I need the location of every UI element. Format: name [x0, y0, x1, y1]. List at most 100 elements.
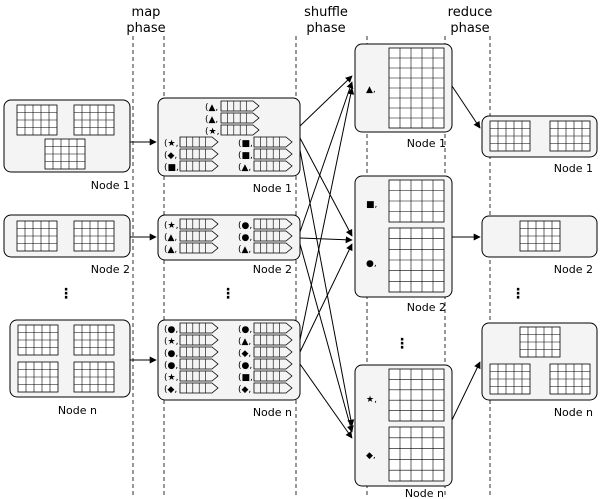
map-output-pairs: (●,(▲,(◆,(●,(■,(◆,: [238, 322, 293, 395]
phase-label-map-line1: map: [132, 5, 161, 20]
input-node-1: Node 1: [3, 99, 131, 192]
map-output-pairs: (★, (◆, (■,: [164, 136, 219, 173]
phase-label-map-line2: phase: [126, 21, 165, 36]
map-node-1-label: Node 1: [253, 182, 292, 195]
reduce-node-1: Node 1: [481, 115, 598, 175]
arrow-map1-shuffle1: [299, 75, 353, 127]
grid-cell-area: [388, 426, 445, 482]
input-node-1-label: Node 1: [91, 179, 130, 192]
map-node-n: (●,(★,(●,(●,(★,(◆, (●,(▲,(◆,(●,(■,(◆, No…: [157, 319, 301, 419]
pair-key-label: (●,: [164, 349, 178, 359]
grid-cell-area: [388, 368, 445, 422]
data-block-grid: [388, 179, 445, 223]
data-block-grid: [73, 220, 115, 252]
arrow-map2-shuffle2: [299, 236, 353, 244]
phase-label-shuffle-line1: shuffle: [304, 5, 348, 20]
arrow-shuffle1-reduce1: [451, 85, 481, 129]
pair-key-label: (●,: [238, 325, 252, 335]
data-block-grid: [489, 120, 531, 152]
arrow-map1-shufflen: [299, 149, 355, 427]
input-node-2-label: Node 2: [91, 263, 130, 276]
data-block-grid: [16, 220, 58, 252]
arrow-mapn-shuffle1: [299, 87, 355, 341]
arrow-map2-shufflen: [299, 243, 354, 433]
reduce-node-2-label: Node 2: [554, 263, 593, 276]
map-output-pairs: (▲, (▲, (★,: [205, 100, 260, 137]
arrow-shufflen-reducen: [451, 361, 481, 421]
arrow-mapn-shuffle2: [299, 243, 353, 353]
shuffle-key-symbol: ●,: [366, 259, 377, 269]
pair-key-label: (▲,: [205, 115, 218, 125]
reduce-node-n: Node n: [481, 322, 598, 419]
map-output-pairs: (●, (●, (▲,: [238, 218, 293, 255]
pair-key-label: (★,: [164, 139, 178, 149]
shuffle-node-n-label: Node n: [405, 487, 444, 499]
pair-key-label: (●,: [164, 325, 178, 335]
shuffle-arrows: [299, 75, 355, 439]
data-block-grid: [388, 227, 445, 293]
pair-key-label: (●,: [238, 233, 252, 243]
pair-key-label: (■,: [238, 373, 253, 383]
map-output-pairs: (★,(▲,(▲,: [164, 218, 219, 255]
map-node-2: (★,(▲,(▲, (●,(●,(▲, Node 2: [157, 214, 301, 276]
data-block-grid: [44, 138, 86, 170]
data-block-grid: [73, 361, 115, 393]
shuffle-node-1: ▲, Node 1: [354, 43, 453, 150]
reduce-node-1-label: Node 1: [554, 162, 593, 175]
phase-label-reduce: reduce phase: [448, 5, 493, 36]
pair-key-label: (▲,: [238, 245, 251, 255]
shuffle-key-symbol: ▲,: [366, 85, 376, 95]
data-block-grid: [73, 324, 115, 356]
phase-label-map: map phase: [126, 5, 165, 36]
pair-key-label: (▲,: [238, 337, 251, 347]
phase-label-shuffle: shuffle phase: [304, 5, 348, 36]
data-block-grid: [73, 104, 115, 136]
pair-key-label: (▲,: [164, 233, 177, 243]
shuffle-key-symbol: ■,: [366, 200, 377, 210]
pair-key-label: (★,: [164, 337, 178, 347]
phase-label-shuffle-line2: phase: [306, 21, 345, 36]
data-block-grid: [388, 426, 445, 482]
data-block-grid: [519, 326, 561, 358]
pair-key-label: (◆,: [164, 151, 177, 161]
pair-key-label: (▲,: [205, 103, 218, 113]
data-block-grid: [549, 363, 591, 395]
shuffle-key-symbol: ★,: [366, 395, 377, 405]
pair-key-label: (▲,: [238, 163, 251, 173]
shuffle-node-2: ■, ●, Node 2: [354, 175, 453, 314]
input-node-2: Node 2: [3, 214, 131, 276]
data-block-grid: [17, 361, 59, 393]
reduce-nodes-ellipsis: ⋮: [511, 286, 525, 302]
data-block-grid: [388, 368, 445, 422]
data-block-grid: [17, 324, 59, 356]
phase-label-reduce-line2: phase: [450, 21, 489, 36]
data-block-grid: [489, 363, 531, 395]
pair-key-label: (◆,: [164, 385, 177, 395]
shuffle-key-symbol: ◆,: [366, 451, 376, 461]
pair-key-label: (■,: [238, 151, 253, 161]
reduce-node-n-label: Node n: [554, 406, 593, 419]
shuffle-nodes-ellipsis: ⋮: [395, 336, 409, 352]
input-to-map-arrows: [130, 138, 157, 364]
arrow-map1-shuffle2: [299, 137, 353, 237]
input-node-n-label: Node n: [58, 404, 97, 417]
data-block-grid: [388, 47, 445, 129]
map-output-pairs: (■, (■, (▲,: [238, 136, 293, 173]
map-nodes-ellipsis: ⋮: [221, 286, 235, 302]
data-block-grid: [549, 120, 591, 152]
input-nodes-ellipsis: ⋮: [59, 286, 73, 302]
pair-key-label: (★,: [205, 127, 219, 137]
pair-key-label: (◆,: [238, 349, 251, 359]
pair-key-label: (■,: [238, 139, 253, 149]
arrow-map2-shuffle1: [299, 81, 354, 233]
phase-label-reduce-line1: reduce: [448, 5, 493, 20]
map-node-1: (▲, (▲, (★, (★, (◆, (■, (■, (■, (▲, Node 1: [157, 97, 301, 195]
reduce-node-2: Node 2: [481, 215, 598, 276]
arrow-mapn-shufflen: [299, 363, 353, 439]
pair-key-label: (●,: [238, 361, 252, 371]
pair-key-label: (●,: [238, 221, 252, 231]
pair-key-label: (■,: [164, 163, 179, 173]
map-node-n-label: Node n: [253, 406, 292, 419]
pair-key-label: (●,: [164, 361, 178, 371]
